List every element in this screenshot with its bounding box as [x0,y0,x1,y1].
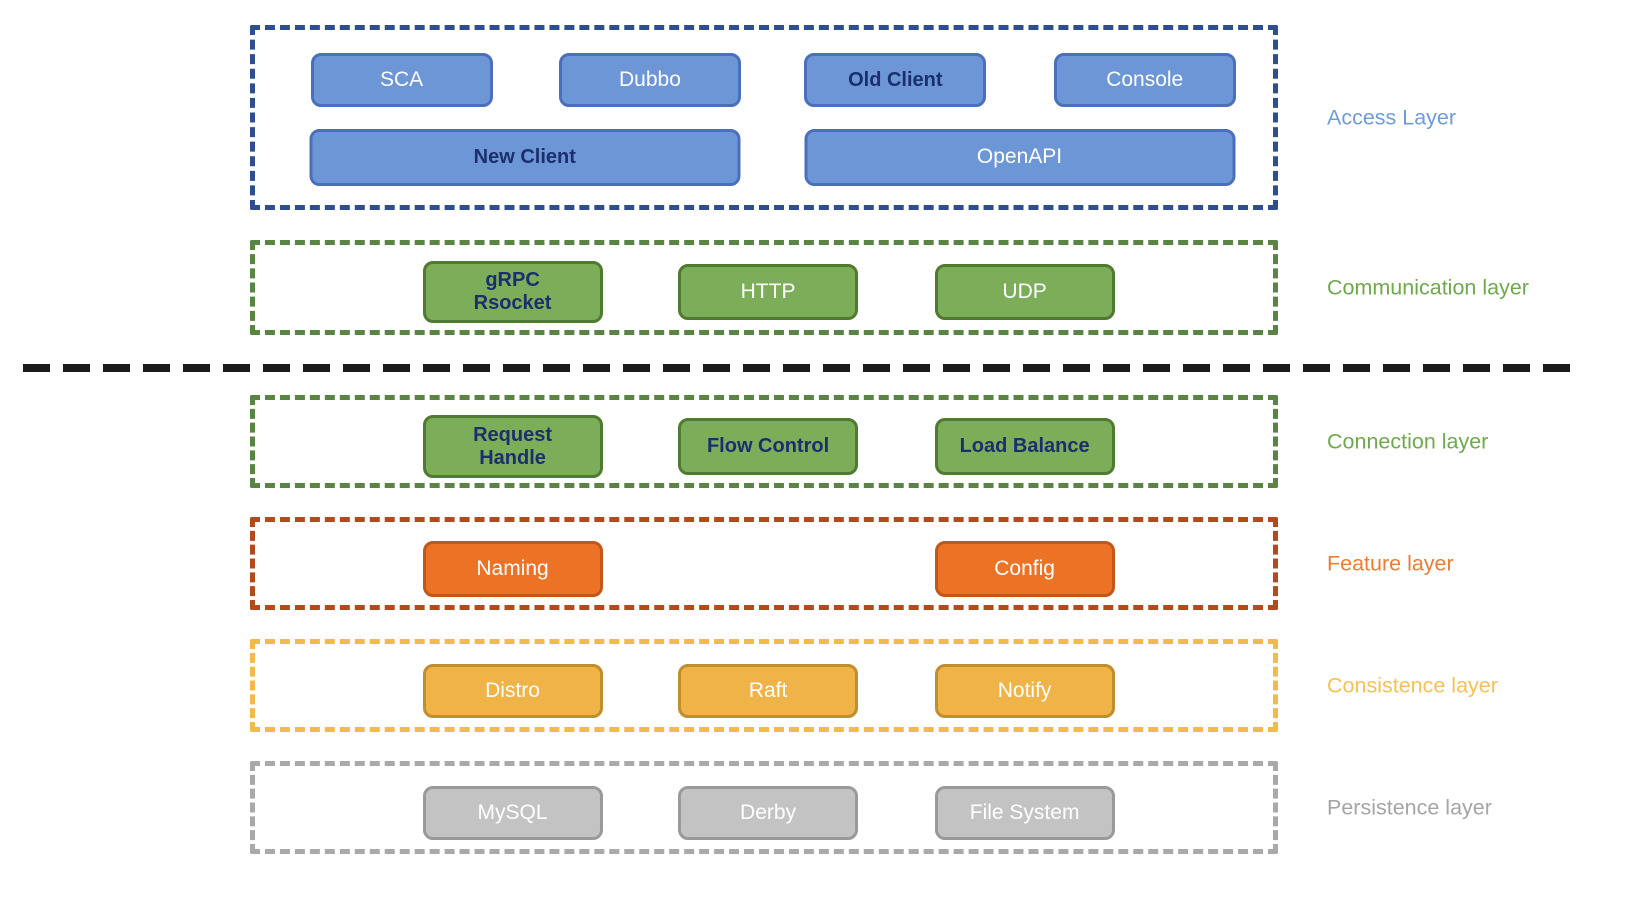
box-file-system: File System [934,786,1115,840]
box-naming: Naming [422,541,603,597]
box-mysql: MySQL [422,786,603,840]
box-old-client: Old Client [804,53,987,107]
box-derby: Derby [678,786,859,840]
box-config: Config [934,541,1115,597]
box-new-client: New Client [309,129,741,186]
layer-persistence: MySQL Derby File System [250,761,1278,854]
box-load-balance: Load Balance [934,418,1115,475]
layer-label-access: Access Layer [1327,105,1457,129]
section-divider-line [23,364,1575,372]
box-grpc-rsocket: gRPC Rsocket [422,261,603,323]
layer-label-feature: Feature layer [1327,551,1454,575]
layer-feature: Naming Config [250,517,1278,610]
layer-communication: gRPC Rsocket HTTP UDP [250,240,1278,335]
layer-consistence: Distro Raft Notify [250,639,1278,732]
box-distro: Distro [422,664,603,718]
box-notify: Notify [934,664,1115,718]
box-raft: Raft [678,664,859,718]
box-request-handle: Request Handle [422,415,603,478]
box-openapi: OpenAPI [804,129,1236,186]
layer-label-consistence: Consistence layer [1327,673,1498,697]
box-flow-control: Flow Control [678,418,859,475]
box-http: HTTP [678,264,859,320]
layer-label-communication: Communication layer [1327,275,1529,299]
box-udp: UDP [934,264,1115,320]
layer-label-connection: Connection layer [1327,429,1489,453]
layer-connection: Request Handle Flow Control Load Balance [250,395,1278,488]
box-sca: SCA [310,53,493,107]
box-console: Console [1053,53,1236,107]
box-dubbo: Dubbo [558,53,741,107]
layer-label-persistence: Persistence layer [1327,795,1492,819]
